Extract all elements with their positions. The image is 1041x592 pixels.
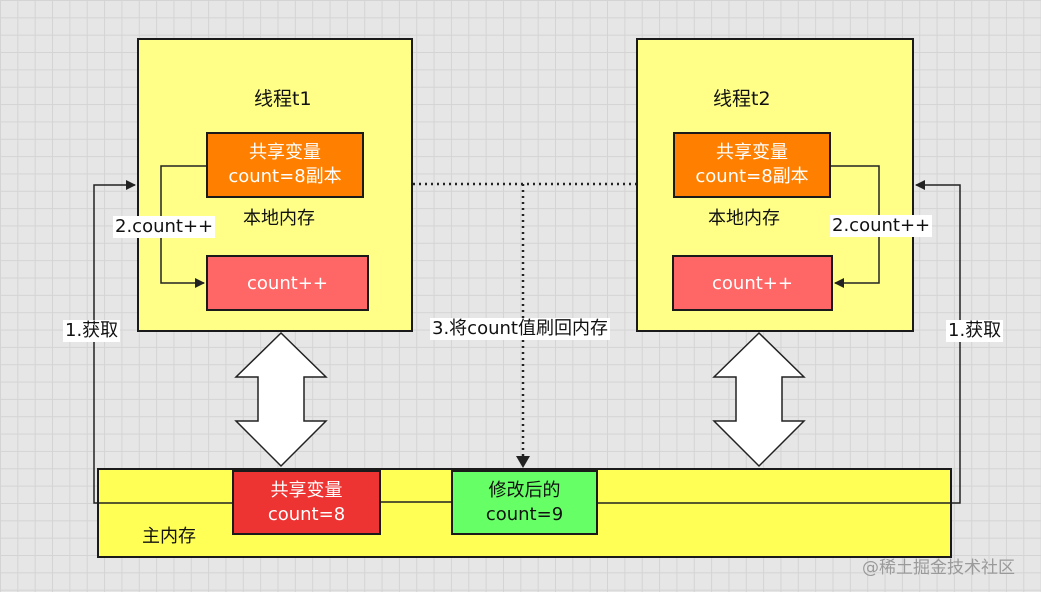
- flush-dotted-line: [413, 182, 636, 466]
- t1-fetch-arrow: [93, 180, 136, 504]
- shared-variable-line1: 共享变量: [270, 479, 343, 501]
- t2-fetch-arrow: [915, 180, 961, 504]
- thread-t1-title: 线程t1: [254, 88, 312, 110]
- modified-value-line1: 修改后的: [488, 479, 561, 501]
- thread-t2-increment-label: count++: [712, 272, 793, 294]
- t1-increment-edge-label: 2.count++: [113, 216, 216, 238]
- t1-fetch-edge-label: 1.获取: [63, 320, 121, 342]
- thread-t1-shared-copy: 共享变量 count=8副本: [206, 132, 364, 198]
- main-memory-inner-line: [99, 501, 950, 504]
- flush-arrowhead: [516, 456, 530, 468]
- t2-increment-edge-label: 2.count++: [830, 215, 933, 237]
- shared-variable-line2: count=8: [267, 503, 346, 525]
- t1-double-arrow: [234, 331, 328, 468]
- thread-t1-copy-line2: count=8副本: [228, 166, 342, 187]
- main-memory-shared-variable: 共享变量 count=8: [232, 470, 381, 535]
- watermark: @稀土掘金技术社区: [862, 558, 1015, 578]
- t2-fetch-edge-label: 1.获取: [946, 320, 1004, 342]
- t2-double-arrow: [712, 331, 806, 468]
- thread-t1-copy-line1: 共享变量: [249, 142, 321, 163]
- modified-value-line2: count=9: [485, 503, 564, 525]
- thread-t1-increment-label: count++: [247, 272, 328, 294]
- thread-t2-title: 线程t2: [713, 88, 771, 110]
- thread-t2-shared-copy: 共享变量 count=8副本: [673, 132, 831, 198]
- thread-t2-copy-line1: 共享变量: [716, 142, 788, 163]
- thread-t2-increment: count++: [672, 255, 833, 311]
- thread-t1-increment: count++: [206, 255, 369, 311]
- thread-t2-local-memory-label: 本地内存: [708, 208, 780, 229]
- thread-t1-local-memory-label: 本地内存: [243, 208, 315, 229]
- thread-t2-copy-line2: count=8副本: [695, 166, 809, 187]
- main-memory-label: 主内存: [142, 526, 196, 547]
- flush-edge-label: 3.将count值刷回内存: [430, 318, 610, 340]
- main-memory-modified-value: 修改后的 count=9: [451, 470, 598, 535]
